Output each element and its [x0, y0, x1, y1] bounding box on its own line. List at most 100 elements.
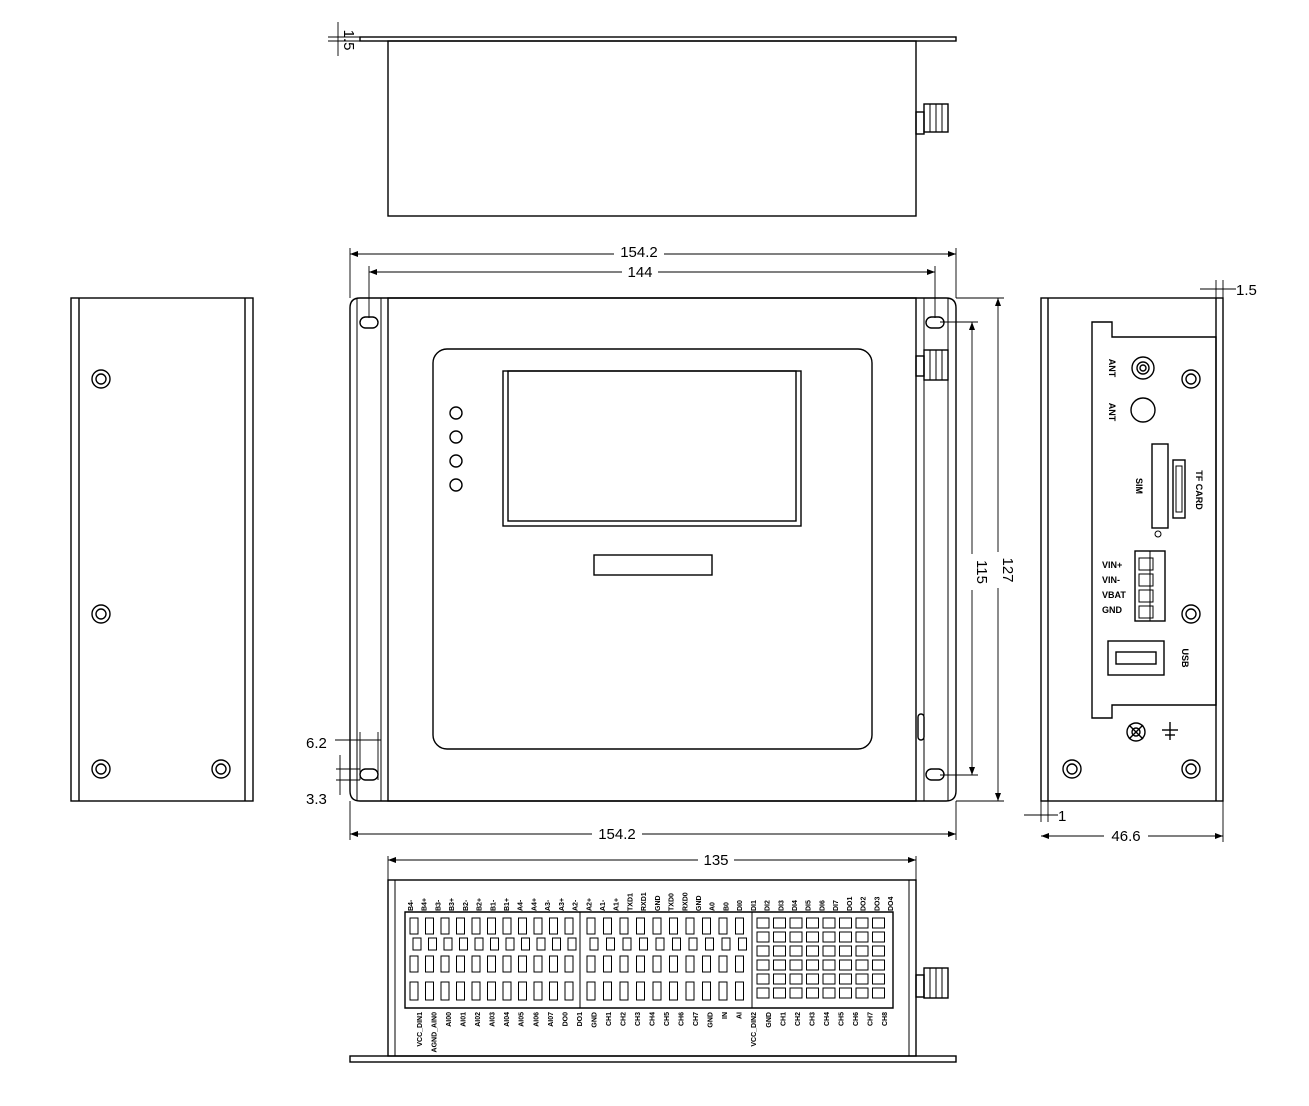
- terminal-label: DO2: [861, 897, 868, 912]
- terminal-pin: [685, 917, 695, 935]
- terminal-label: B4-: [408, 899, 415, 911]
- terminal-pin: [636, 955, 645, 973]
- terminal-label: A2+: [586, 898, 593, 911]
- terminal-label: CH7: [693, 1012, 700, 1026]
- terminal-pin: [806, 931, 819, 943]
- terminal-pin: [636, 981, 645, 1001]
- terminal-pin: [855, 973, 869, 985]
- terminal-label: DO1: [577, 1012, 584, 1027]
- terminal-pin: [471, 981, 481, 1001]
- terminal-pin: [735, 981, 744, 1001]
- terminal-label: AI06: [533, 1012, 540, 1027]
- terminal-pin: [564, 981, 574, 1001]
- terminal-label: DO3: [874, 897, 881, 912]
- terminal-pin: [839, 945, 852, 957]
- terminal-pin: [806, 959, 819, 971]
- terminal-label: DI7: [833, 900, 840, 911]
- terminal-pin: [502, 981, 512, 1001]
- terminal-pin: [440, 981, 450, 1001]
- terminal-label: B1-: [490, 899, 497, 911]
- terminal-pin: [702, 955, 711, 973]
- terminal-pin: [606, 937, 615, 951]
- terminal-label: B2-: [463, 899, 470, 911]
- screw-icon: [1062, 759, 1082, 779]
- screw-icon: [1181, 759, 1201, 779]
- led-icon: [449, 478, 463, 492]
- terminal-pin: [474, 937, 484, 951]
- terminal-pin: [586, 981, 596, 1001]
- led-icon: [449, 406, 463, 420]
- terminal-label: A3+: [559, 898, 566, 911]
- terminal-pin: [533, 955, 543, 973]
- front-width-holes-dimension: 144: [627, 264, 652, 281]
- terminal-pin: [773, 959, 786, 971]
- terminal-pin: [773, 917, 786, 929]
- terminal-pin: [636, 917, 645, 935]
- terminal-label: A1-: [600, 899, 607, 911]
- terminal-pin: [822, 931, 836, 943]
- terminal-pin: [855, 987, 869, 999]
- terminal-pin: [456, 917, 465, 935]
- antenna-port-icon: [1131, 356, 1155, 380]
- lcd-screen: [502, 370, 802, 527]
- terminal-pin: [756, 973, 770, 985]
- terminal-label: RXD1: [641, 892, 648, 911]
- terminal-pin: [839, 931, 852, 943]
- screw-icon: [1181, 369, 1201, 389]
- terminal-pin: [738, 937, 747, 951]
- usb-port: [1107, 640, 1165, 676]
- terminal-pin: [536, 937, 546, 951]
- label-ant-2: ANT: [1107, 403, 1117, 422]
- terminal-pin: [549, 981, 558, 1001]
- screw-icon: [91, 604, 111, 624]
- led-icon: [449, 430, 463, 444]
- terminal-pin: [872, 987, 885, 999]
- terminal-label: AI03: [490, 1012, 497, 1027]
- terminal-pin: [685, 955, 695, 973]
- terminal-pin: [440, 917, 450, 935]
- terminal-label: DO4: [888, 897, 895, 912]
- terminal-pin: [533, 917, 543, 935]
- terminal-pin: [705, 937, 714, 951]
- screw-icon: [211, 759, 231, 779]
- terminal-pin: [440, 955, 450, 973]
- terminal-pin: [872, 917, 885, 929]
- terminal-label: DI5: [806, 900, 813, 911]
- terminal-pins-group-1: [409, 917, 577, 1001]
- terminal-label: GND: [696, 895, 703, 911]
- terminal-pin: [872, 945, 885, 957]
- terminal-pin: [789, 945, 803, 957]
- label-gnd: GND: [1102, 605, 1123, 615]
- top-thickness-dimension: 1.5: [340, 30, 357, 51]
- terminal-pin: [839, 987, 852, 999]
- terminal-label: DI2: [765, 900, 772, 911]
- terminal-label: CH3: [635, 1012, 642, 1026]
- terminal-pin: [872, 931, 885, 943]
- terminal-pin: [718, 955, 728, 973]
- terminal-pin: [443, 937, 453, 951]
- bottom-width-outer-dimension: 154.2: [598, 826, 636, 843]
- terminal-pin: [564, 917, 574, 935]
- terminal-label: AI05: [519, 1012, 526, 1027]
- terminal-label: VCC_DIN1: [417, 1012, 424, 1047]
- terminal-pin: [702, 917, 711, 935]
- label-ant-1: ANT: [1107, 359, 1117, 378]
- terminal-label: TXD0: [669, 893, 676, 911]
- terminal-label: AI02: [475, 1012, 482, 1027]
- terminal-pin: [518, 981, 527, 1001]
- terminal-pin: [685, 981, 695, 1001]
- terminal-label: CH4: [824, 1012, 831, 1026]
- terminal-pin: [603, 917, 612, 935]
- terminal-label: AI07: [548, 1012, 555, 1027]
- terminal-pin: [872, 959, 885, 971]
- terminal-label: AGND_AIN0: [432, 1012, 439, 1053]
- bottom-view: 135 B4-B4+B3-B3+B2-B2+B1-B1+A4-A4+A3-A3+…: [349, 852, 957, 1063]
- terminal-pin: [773, 973, 786, 985]
- terminal-label: AI04: [504, 1012, 511, 1027]
- terminal-pin: [655, 937, 665, 951]
- antenna-port-blank-icon: [1130, 397, 1156, 423]
- terminal-pin: [839, 973, 852, 985]
- terminal-pin: [567, 937, 577, 951]
- terminal-label: DI4: [792, 900, 799, 911]
- terminal-pin: [409, 955, 419, 973]
